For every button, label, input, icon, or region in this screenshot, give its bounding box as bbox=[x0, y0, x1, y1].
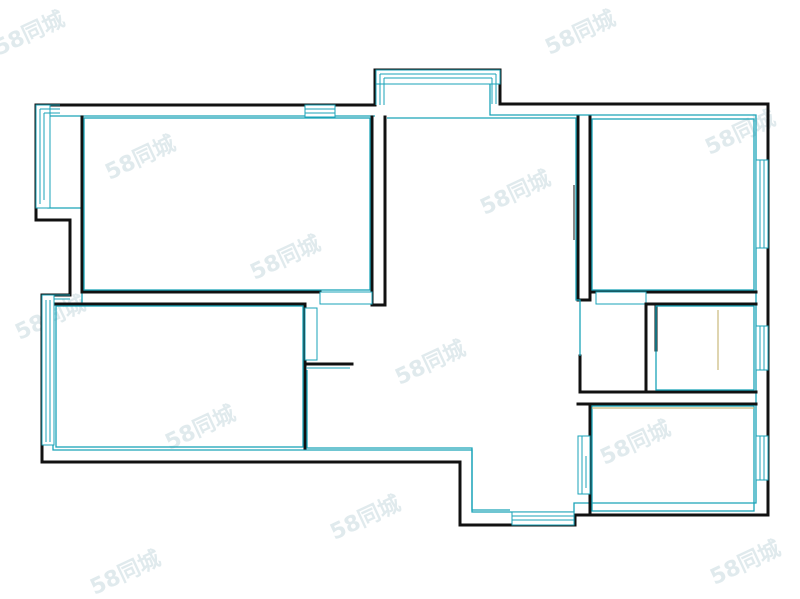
watermark: 58同城 bbox=[476, 165, 555, 220]
room-floor bbox=[83, 117, 371, 291]
room-wall bbox=[80, 115, 322, 294]
window-left-lower bbox=[41, 294, 55, 446]
room-bedroom-top-left bbox=[80, 115, 387, 307]
room-wall bbox=[370, 115, 387, 307]
window-right-bath bbox=[755, 325, 769, 371]
watermark: 58同城 bbox=[391, 335, 470, 390]
watermark: 58同城 bbox=[541, 5, 620, 60]
room-wall bbox=[644, 302, 758, 394]
watermark: 58同城 bbox=[101, 130, 180, 185]
door-opening bbox=[595, 291, 647, 305]
room-floor bbox=[655, 305, 755, 391]
room-bedroom-top-right bbox=[573, 115, 758, 305]
watermark: 58同城 bbox=[0, 6, 69, 61]
room-bedroom-bottom-right bbox=[576, 402, 758, 514]
room-floor-edge bbox=[306, 370, 510, 511]
kitchen-partition bbox=[578, 354, 648, 394]
bay-window-left bbox=[35, 104, 51, 209]
window-right-top bbox=[755, 159, 769, 249]
watermark: 58同城 bbox=[326, 490, 405, 545]
watermark: 58同城 bbox=[246, 230, 325, 285]
room-floor bbox=[55, 305, 304, 448]
sliding-door bbox=[577, 435, 591, 495]
door-opening bbox=[304, 307, 318, 361]
watermarks: 58同城 58同城 58同城 58同城 58同城 58同城 58同城 58同城 … bbox=[0, 5, 785, 599]
watermark: 58同城 bbox=[706, 535, 785, 590]
watermark: 58同城 bbox=[86, 545, 165, 599]
window-top-small bbox=[304, 104, 336, 118]
living-room bbox=[306, 117, 581, 511]
room-wall bbox=[53, 302, 307, 450]
room-floor bbox=[591, 118, 755, 291]
window-right-bottom bbox=[755, 435, 769, 481]
windows bbox=[35, 69, 769, 526]
outer-wall bbox=[34, 68, 770, 527]
room-bedroom-bottom-left bbox=[53, 302, 354, 450]
room-floor bbox=[591, 405, 755, 512]
entrance-door bbox=[511, 511, 575, 526]
room-floor-edge bbox=[387, 117, 581, 356]
room-bathroom bbox=[578, 302, 758, 394]
watermark: 58同城 bbox=[596, 415, 675, 470]
balcony-window bbox=[375, 69, 501, 85]
door-opening bbox=[319, 291, 373, 305]
